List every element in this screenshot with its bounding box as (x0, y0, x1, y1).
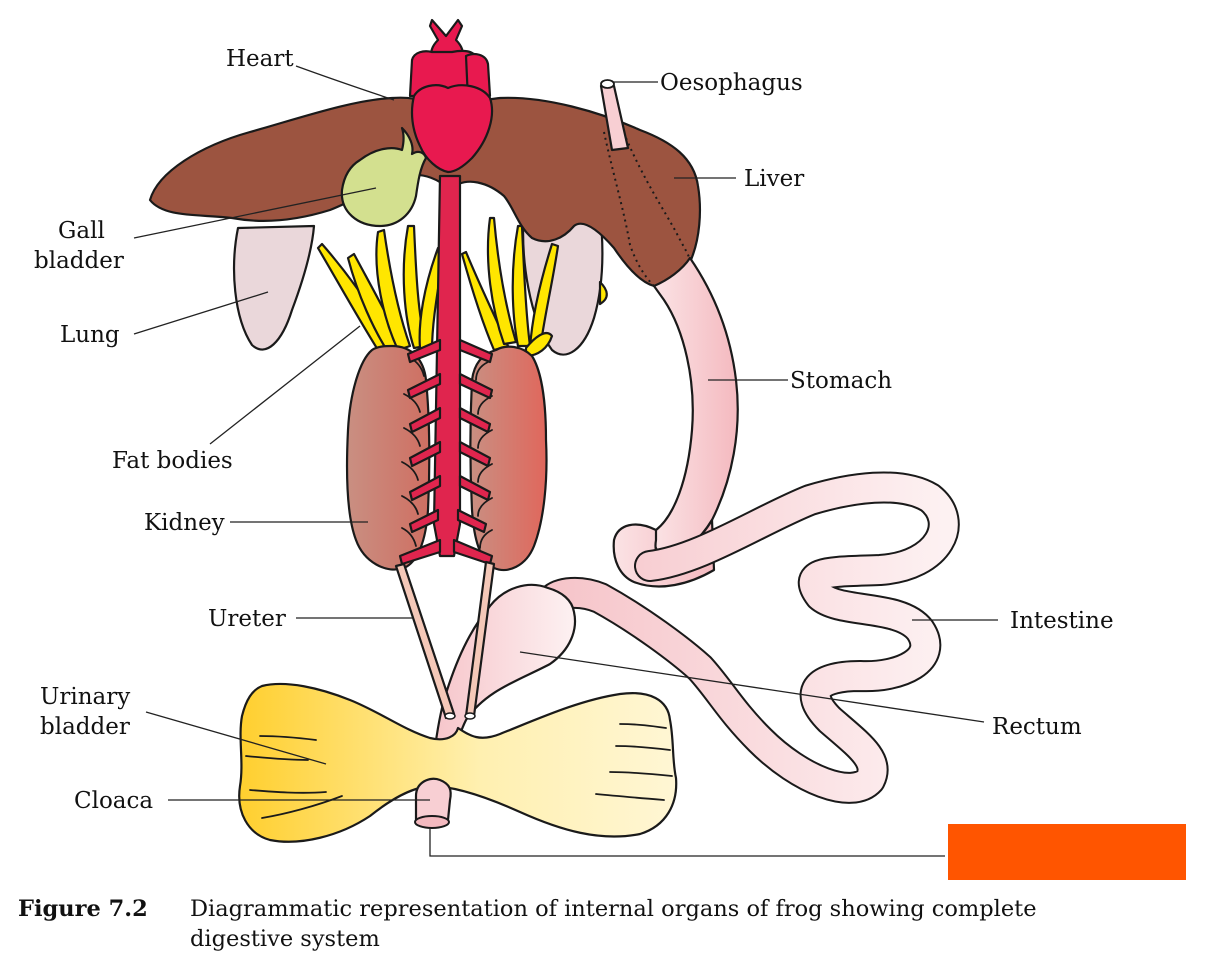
label-lung: Lung (60, 322, 120, 348)
kidney-notches (401, 357, 493, 549)
bladder-folds (245, 723, 673, 819)
figure-number: Figure 7.2 (18, 896, 148, 922)
leader-lines (133, 65, 998, 801)
label-cloaca: Cloaca (74, 788, 153, 814)
lung-left (232, 224, 316, 351)
label-gall-bladder-line2: bladder (34, 248, 124, 274)
blood-vessel (398, 174, 494, 566)
label-gall-bladder-line1: Gall (58, 218, 105, 244)
label-urinary-bladder-line1: Urinary (40, 684, 130, 710)
figure-caption-text: Diagrammatic representation of internal … (190, 896, 1037, 952)
label-kidney: Kidney (144, 510, 225, 536)
label-liver: Liver (744, 166, 804, 192)
oesophagus-dotted-path-2 (625, 137, 691, 263)
ureters (394, 560, 496, 720)
label-intestine: Intestine (1010, 608, 1114, 634)
label-ureter: Ureter (208, 606, 286, 632)
oesophagus-dotted-path (603, 131, 655, 287)
oesophagus-opening (600, 79, 615, 89)
stomach (652, 256, 739, 558)
urinary-bladder (238, 682, 678, 843)
label-urinary-bladder-line2: bladder (40, 714, 130, 740)
cloacal-opening (414, 815, 450, 829)
cloaca (414, 777, 452, 822)
label-oesophagus: Oesophagus (660, 70, 803, 96)
label-rectum: Rectum (992, 714, 1082, 740)
heart (408, 18, 494, 174)
redacted-label-box (948, 824, 1186, 880)
label-heart: Heart (226, 46, 294, 72)
label-fat-bodies: Fat bodies (112, 448, 233, 474)
kidney-left (345, 344, 431, 571)
frog-organs-diagram: Heart Oesophagus Liver Gall bladder Lung… (34, 18, 1186, 880)
intestine-lumen (538, 473, 958, 802)
cloaca-outlet-leader (429, 828, 945, 857)
label-stomach: Stomach (790, 368, 892, 394)
kidney-right (469, 345, 548, 572)
